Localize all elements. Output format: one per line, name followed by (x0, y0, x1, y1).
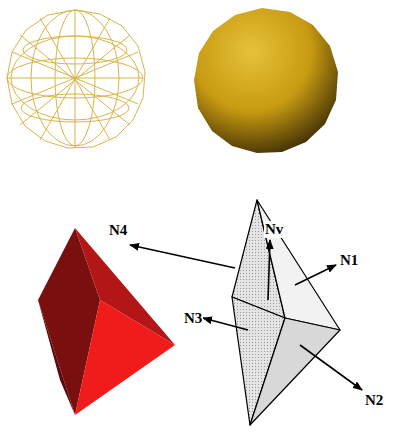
wireframe-sphere (7, 10, 145, 148)
normal-vectors (130, 240, 362, 390)
shaded-sphere (194, 8, 338, 153)
normal-label: N2 (364, 392, 384, 409)
normal-label: Nv (264, 221, 284, 238)
red-tetrahedron (38, 228, 175, 415)
normal-label: N4 (108, 222, 128, 239)
grey-polyhedron (232, 200, 340, 425)
normal-label: N1 (339, 252, 359, 269)
normal-label: N3 (183, 310, 203, 327)
